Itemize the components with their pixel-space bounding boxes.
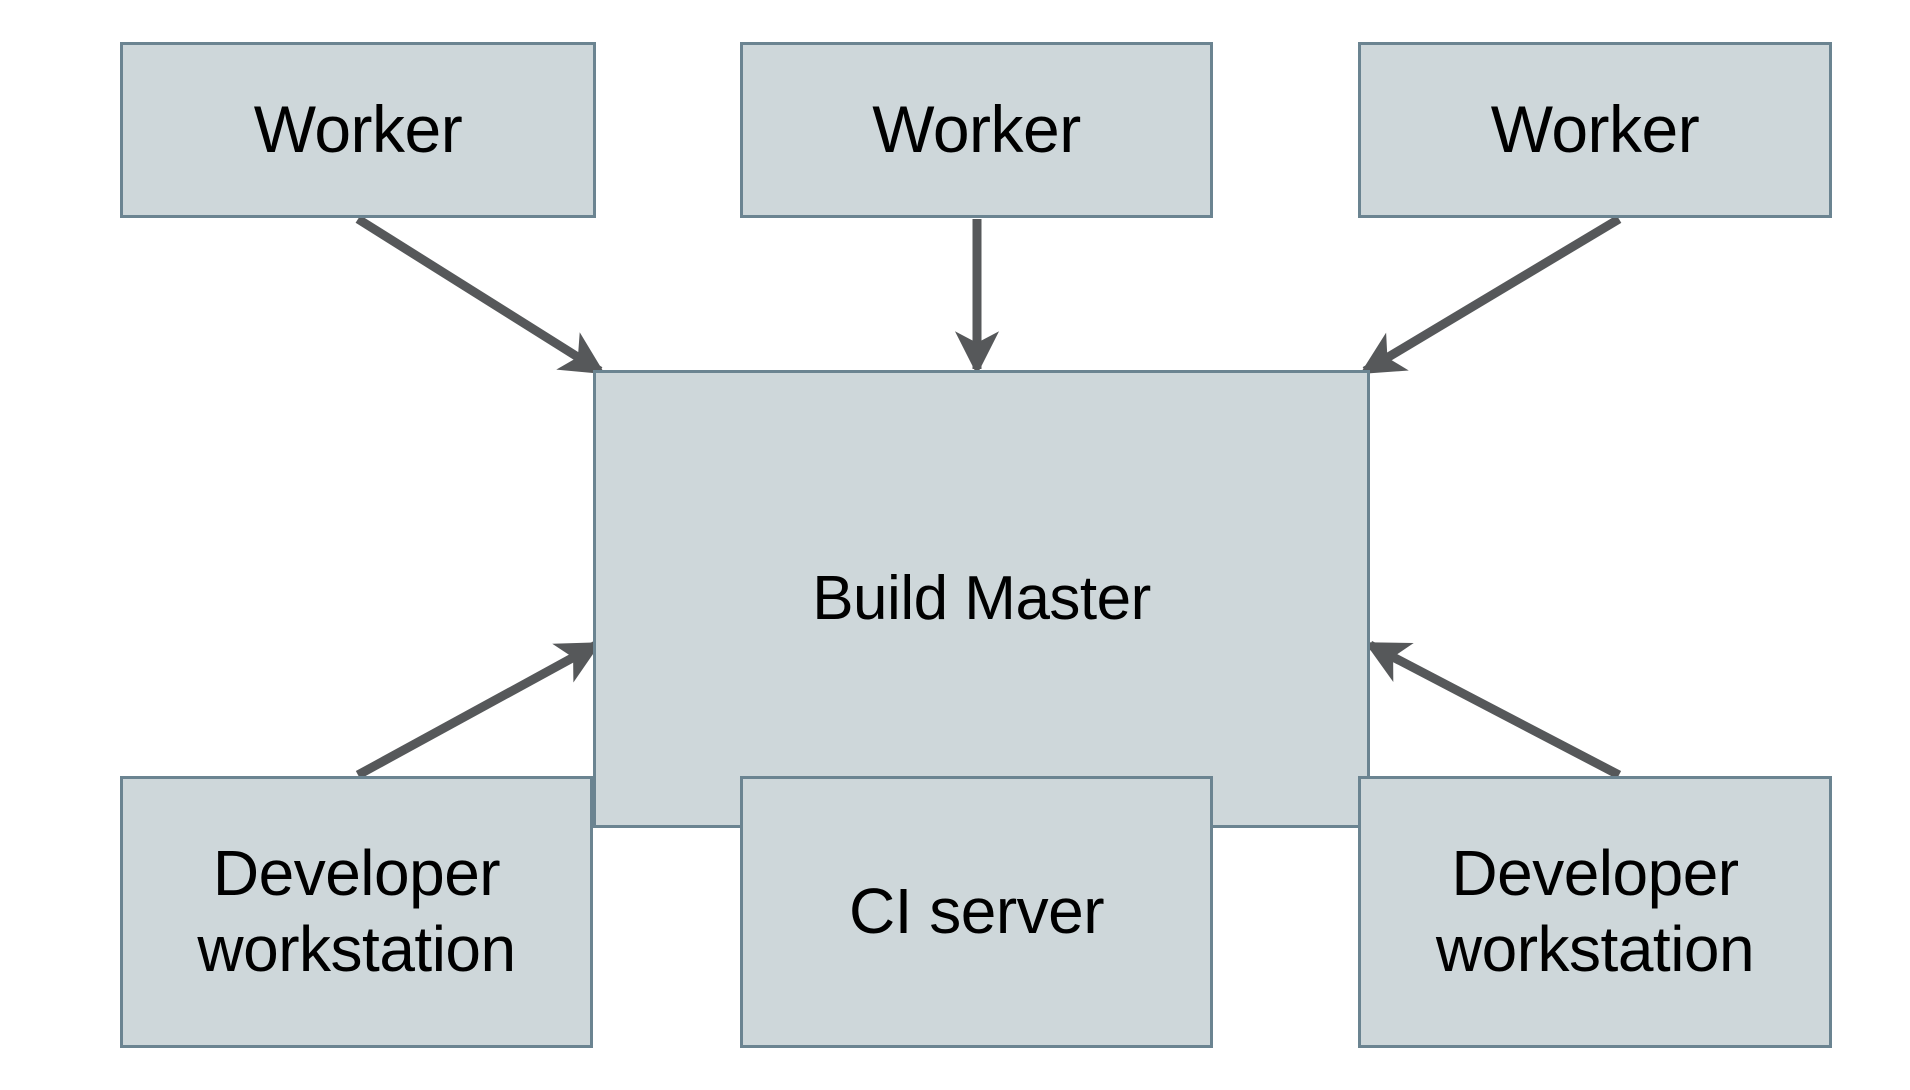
edge-worker-top-left-to-build-master — [355, 215, 605, 375]
node-label: CI server — [848, 875, 1105, 948]
node-label: Developer workstation — [1435, 837, 1755, 985]
node-label: Worker — [1490, 92, 1700, 167]
node-label: Developer workstation — [197, 837, 516, 985]
node-label: Build Master — [812, 564, 1151, 634]
node-label: Worker — [872, 92, 1081, 167]
node-worker-top-center[interactable]: Worker — [740, 42, 1213, 218]
node-build-master[interactable]: Build Master — [593, 370, 1370, 828]
edge-worker-top-right-to-build-master — [1359, 215, 1622, 375]
node-developer-workstation-left[interactable]: Developer workstation — [120, 776, 593, 1048]
node-worker-top-right[interactable]: Worker — [1358, 42, 1832, 218]
node-ci-server[interactable]: CI server — [740, 776, 1213, 1048]
node-developer-workstation-right[interactable]: Developer workstation — [1358, 776, 1832, 1048]
node-label: Worker — [253, 92, 463, 167]
node-worker-top-left[interactable]: Worker — [120, 42, 596, 218]
edge-developer-workstation-left-to-build-master — [355, 641, 602, 779]
edge-developer-workstation-right-to-build-master — [1364, 641, 1622, 779]
